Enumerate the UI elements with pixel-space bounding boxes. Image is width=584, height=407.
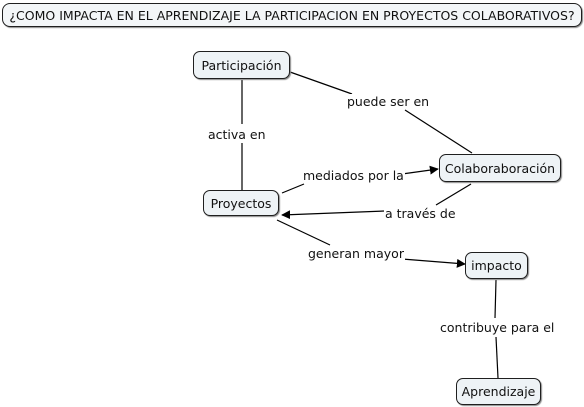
concept-aprendizaje[interactable]: Aprendizaje bbox=[456, 378, 541, 405]
map-title-text: ¿COMO IMPACTA EN EL APRENDIZAJE LA PARTI… bbox=[9, 7, 575, 23]
link-contribuye-para-el[interactable]: contribuye para el bbox=[439, 320, 556, 335]
connector-proyectos-generan-mayor bbox=[276, 219, 331, 246]
concept-label: Aprendizaje bbox=[461, 384, 536, 399]
concept-label: impacto bbox=[471, 258, 522, 273]
connector-proyectos-mediados-por-la bbox=[281, 183, 305, 194]
link-mediados-por-la[interactable]: mediados por la bbox=[302, 168, 405, 183]
connector-puede-ser-en-colaboracion bbox=[404, 109, 473, 154]
concept-participacion[interactable]: Participación bbox=[193, 51, 290, 79]
map-title[interactable]: ¿COMO IMPACTA EN EL APRENDIZAJE LA PARTI… bbox=[2, 3, 582, 27]
connector-impacto-contribuye bbox=[494, 279, 497, 319]
connector-generan-mayor-impacto bbox=[401, 258, 466, 268]
concept-label: Colaboraboración bbox=[444, 160, 556, 176]
link-activa-en[interactable]: activa en bbox=[207, 127, 267, 142]
connector-colaboracion-a-traves-de bbox=[435, 183, 472, 206]
link-puede-ser-en[interactable]: puede ser en bbox=[346, 94, 431, 109]
connector-participacion-puede-ser-en bbox=[289, 71, 353, 95]
concept-label: Participación bbox=[201, 57, 282, 73]
connector-mediados-por-la-colaboracion bbox=[401, 165, 439, 175]
connector-contribuye-aprendizaje bbox=[495, 336, 499, 379]
link-a-traves-de[interactable]: a través de bbox=[384, 206, 457, 221]
concept-colaboracion[interactable]: Colaboraboración bbox=[439, 154, 561, 182]
concept-proyectos[interactable]: Proyectos bbox=[203, 190, 279, 216]
concept-label: Proyectos bbox=[210, 195, 272, 211]
concept-impacto[interactable]: impacto bbox=[465, 252, 528, 279]
connector-a-traves-de-proyectos bbox=[281, 210, 386, 220]
link-generan-mayor[interactable]: generan mayor bbox=[307, 246, 405, 261]
